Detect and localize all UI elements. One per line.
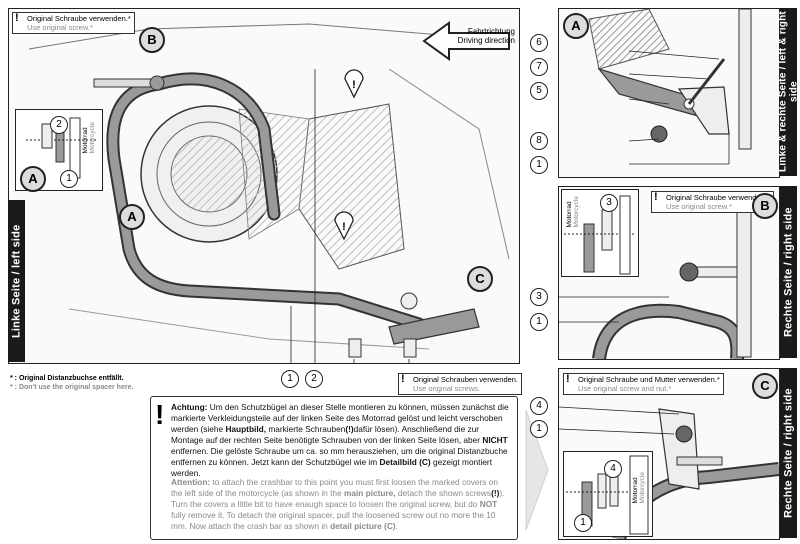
exclamation-icon: !: [566, 373, 570, 385]
panel-c-note-en: Use original screw and nut.*: [578, 384, 672, 393]
spacer-note-en: * : Don't use the original spacer here.: [10, 384, 134, 391]
main-illustration: ! !: [28, 21, 510, 363]
panel-a-badge: A: [563, 13, 589, 39]
spacer-note: * : Original Distanzbuchse entfällt. * :…: [10, 374, 133, 392]
note-screws-de-2: Original Schrauben verwenden.: [413, 375, 519, 384]
side-label-left: Linke Seite / left side: [8, 200, 25, 362]
info-icon-en: (!): [491, 488, 500, 498]
warning-icon: !: [155, 399, 165, 430]
main-callout-1: 1: [281, 370, 299, 388]
exclamation-icon: !: [15, 12, 19, 24]
side-label-right-c: Rechte Seite / right side: [780, 368, 797, 538]
badge-c: C: [467, 266, 493, 292]
panel-b-note-de: Original Schraube verwenden.*: [666, 193, 770, 202]
panel-c: ! Original Schraube und Mutter verwenden…: [558, 368, 780, 540]
panel-b-note: ! Original Schraube verwenden.* Use orig…: [651, 191, 774, 213]
main-callout-2: 2: [305, 370, 323, 388]
exclamation-icon: !: [654, 191, 658, 203]
a-callout-1: 1: [530, 156, 548, 174]
side-label-left-right: Linke & rechte Seite / left & right side: [778, 8, 800, 176]
inset-b-drawing: [564, 195, 636, 275]
panel-b-badge: B: [752, 193, 778, 219]
inset-c-callout-1: 1: [574, 514, 592, 532]
inset-a-callout-2: 2: [50, 116, 68, 134]
panel-a-drawing: [588, 9, 752, 165]
inset-b-callout-3: 3: [600, 194, 618, 212]
direction-de: Fahrtrichtung: [467, 27, 515, 36]
c-callout-1: 1: [530, 420, 548, 438]
driving-direction-arrow: [422, 21, 510, 61]
panel-c-note-de: Original Schraube und Mutter verwenden.*: [578, 375, 720, 384]
exclamation-icon: !: [401, 373, 405, 385]
spacer-note-de: * : Original Distanzbuchse entfällt.: [10, 375, 124, 382]
driving-direction-label: Fahrtrichtung Driving direction: [445, 27, 515, 45]
panel-b-note-en: Use original screw.*: [666, 202, 732, 211]
note-screws-en-2: Use original screws.: [413, 384, 481, 393]
a-callout-6: 6: [530, 34, 548, 52]
panel-c-note: ! Original Schraube und Mutter verwenden…: [563, 373, 724, 395]
panel-c-badge: C: [752, 373, 778, 399]
inset-a-callout-1: 1: [60, 170, 78, 188]
badge-a: A: [119, 204, 145, 230]
inset-c-callout-4: 4: [604, 460, 622, 478]
b-callout-1: 1: [530, 313, 548, 331]
svg-text:!: !: [342, 221, 346, 233]
direction-en: Driving direction: [457, 36, 515, 45]
inset-a-badge: A: [20, 166, 46, 192]
panel-b-drawing: [559, 206, 752, 359]
note-en: Use original screw.*: [27, 23, 93, 32]
svg-text:!: !: [352, 79, 356, 91]
next-step-arrow: [525, 410, 549, 530]
note-original-screws-outside: ! Original Schrauben verwenden. Use orig…: [398, 373, 523, 395]
note-original-screw: ! Original Schraube verwenden.* Use orig…: [12, 12, 135, 34]
b-callout-3: 3: [530, 288, 548, 306]
badge-b: B: [139, 27, 165, 53]
c-callout-4: 4: [530, 397, 548, 415]
main-panel: ! ! Fahrtrichtung Driving direction ! Or…: [8, 8, 520, 364]
inset-c-drawing: [566, 455, 649, 535]
instructions-box: ! Achtung: Um den Schutzbügel an dieser …: [150, 396, 518, 540]
a-callout-8: 8: [530, 132, 548, 150]
info-icon: (!): [345, 424, 354, 434]
a-callout-7: 7: [530, 58, 548, 76]
note-de: Original Schraube verwenden.*: [27, 14, 131, 23]
panel-a: A 6 7 5 8 1: [558, 8, 780, 178]
a-callout-5: 5: [530, 82, 548, 100]
instructions-de: Achtung: Um den Schutzbügel an dieser St…: [171, 402, 509, 478]
side-label-right-b: Rechte Seite / right side: [780, 186, 797, 358]
instructions-en: Attention: to attach the crashbar to thi…: [171, 477, 505, 531]
